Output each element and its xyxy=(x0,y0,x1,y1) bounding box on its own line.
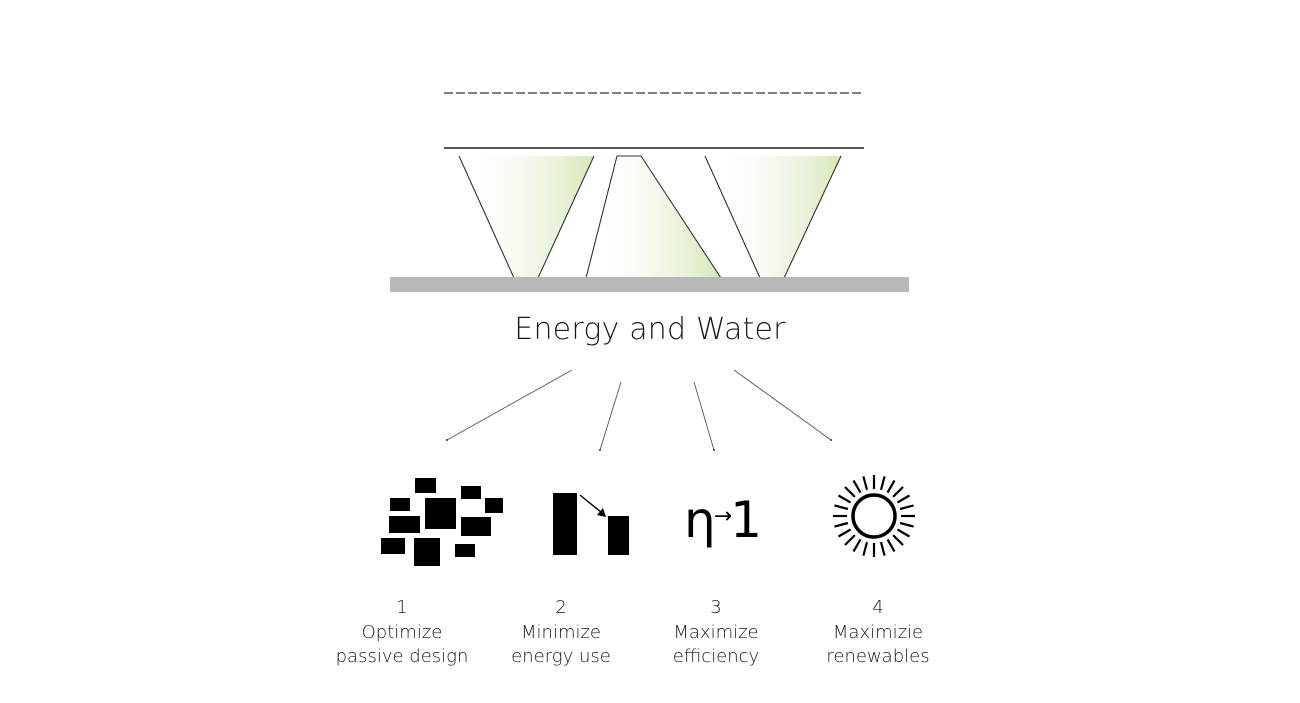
step-line-1: Maximizie xyxy=(832,621,924,643)
sun-ray xyxy=(862,476,869,491)
sun-ray xyxy=(899,504,914,511)
step-line-2: energy use xyxy=(511,646,611,667)
arrow-symbol: → xyxy=(713,504,733,529)
reduction-bars-icon xyxy=(553,493,629,555)
sun-icon xyxy=(833,475,915,557)
diagram-title: Energy and Water xyxy=(514,312,786,347)
sun-ray xyxy=(879,541,886,556)
step-number: 3 xyxy=(710,597,722,618)
sun-ray xyxy=(852,538,862,553)
step-number: 4 xyxy=(872,597,884,618)
pointer-line-4 xyxy=(733,369,832,441)
pointer-line-3 xyxy=(693,381,715,451)
sun-ray xyxy=(886,479,896,494)
middle-light-shaft xyxy=(586,156,721,278)
step-line-1: Maximize xyxy=(673,621,759,643)
pointer-line-2 xyxy=(599,381,622,451)
pointer-line-1 xyxy=(446,369,573,441)
blocks-icon xyxy=(381,478,503,566)
target-one: 1 xyxy=(730,491,762,549)
ground-bar xyxy=(390,277,909,292)
step-1-label: 1 Optimize passive design xyxy=(312,596,492,670)
sun-ray xyxy=(879,476,886,491)
step-number: 1 xyxy=(396,597,408,618)
sun-ray xyxy=(844,486,856,498)
sun-ray xyxy=(896,528,911,538)
eta-symbol: η xyxy=(684,491,716,549)
sun-ray xyxy=(886,538,896,553)
sun-ray xyxy=(892,486,904,498)
efficiency-eta-icon: η→1 xyxy=(684,488,764,552)
step-3-label: 3 Maximize efficiency xyxy=(626,596,806,670)
left-light-shaft xyxy=(459,156,594,278)
right-light-shaft xyxy=(705,156,841,278)
sun-ray xyxy=(834,521,849,528)
sun-ray xyxy=(896,494,911,504)
step-4-label: 4 Maximizie renewables xyxy=(788,596,968,670)
step-number: 2 xyxy=(555,597,567,618)
step-line-1: Minimize xyxy=(521,621,601,643)
step-line-2: renewables xyxy=(826,646,930,667)
step-2-label: 2 Minimize energy use xyxy=(471,596,651,670)
sun-ray xyxy=(834,504,849,511)
sun-ray xyxy=(852,479,862,494)
sun-ray xyxy=(844,534,856,546)
sun-ray xyxy=(837,528,852,538)
sun-ray xyxy=(892,534,904,546)
sun-ray xyxy=(837,494,852,504)
step-line-1: Optimize xyxy=(361,621,443,643)
sun-ray xyxy=(862,541,869,556)
step-line-2: passive design xyxy=(335,646,469,667)
sun-ray xyxy=(899,521,914,528)
step-line-2: efficiency xyxy=(672,646,760,667)
